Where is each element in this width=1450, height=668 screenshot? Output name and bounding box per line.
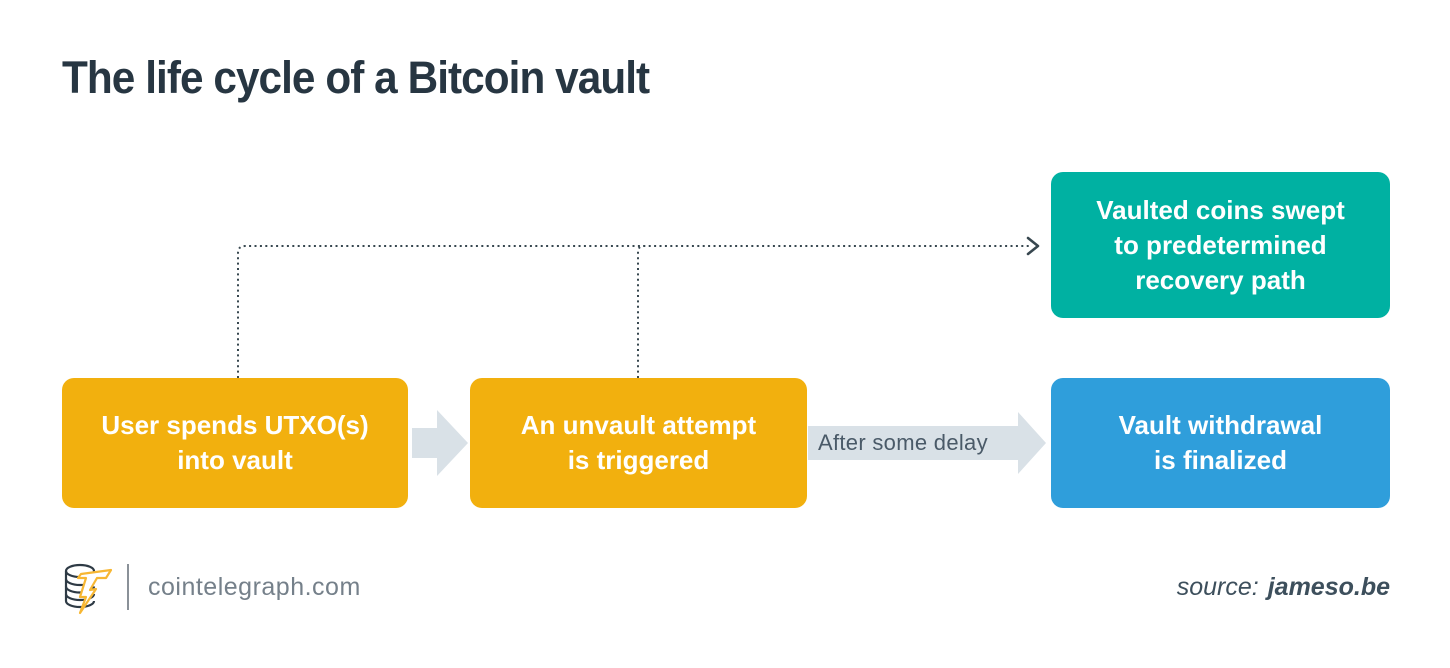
source-prefix-label: source: [1176,573,1259,601]
node-unvault-attempt: An unvault attempt is triggered [470,378,807,508]
footer-divider [127,564,129,610]
source-name-label: jameso.be [1267,573,1390,601]
cointelegraph-logo-icon [64,563,113,615]
connector-unvault-to-recovery [637,245,645,378]
connector-deposit-to-recovery [237,245,1030,378]
node-user-spends-utxo: User spends UTXO(s) into vault [62,378,408,508]
dotted-arrowhead-icon [1026,236,1040,256]
source-attribution: source: jameso.be [1177,573,1390,602]
arrow-unvault-to-withdrawal-icon [808,412,1046,474]
node-recovery-sweep: Vaulted coins swept to predetermined rec… [1051,172,1390,318]
node-vault-withdrawal: Vault withdrawal is finalized [1051,378,1390,508]
footer-site-label: cointelegraph.com [148,573,361,601]
arrow-deposit-to-unvault-icon [412,410,468,476]
page-title: The life cycle of a Bitcoin vault [62,52,650,103]
arrow-delay-label: After some delay [818,430,988,455]
